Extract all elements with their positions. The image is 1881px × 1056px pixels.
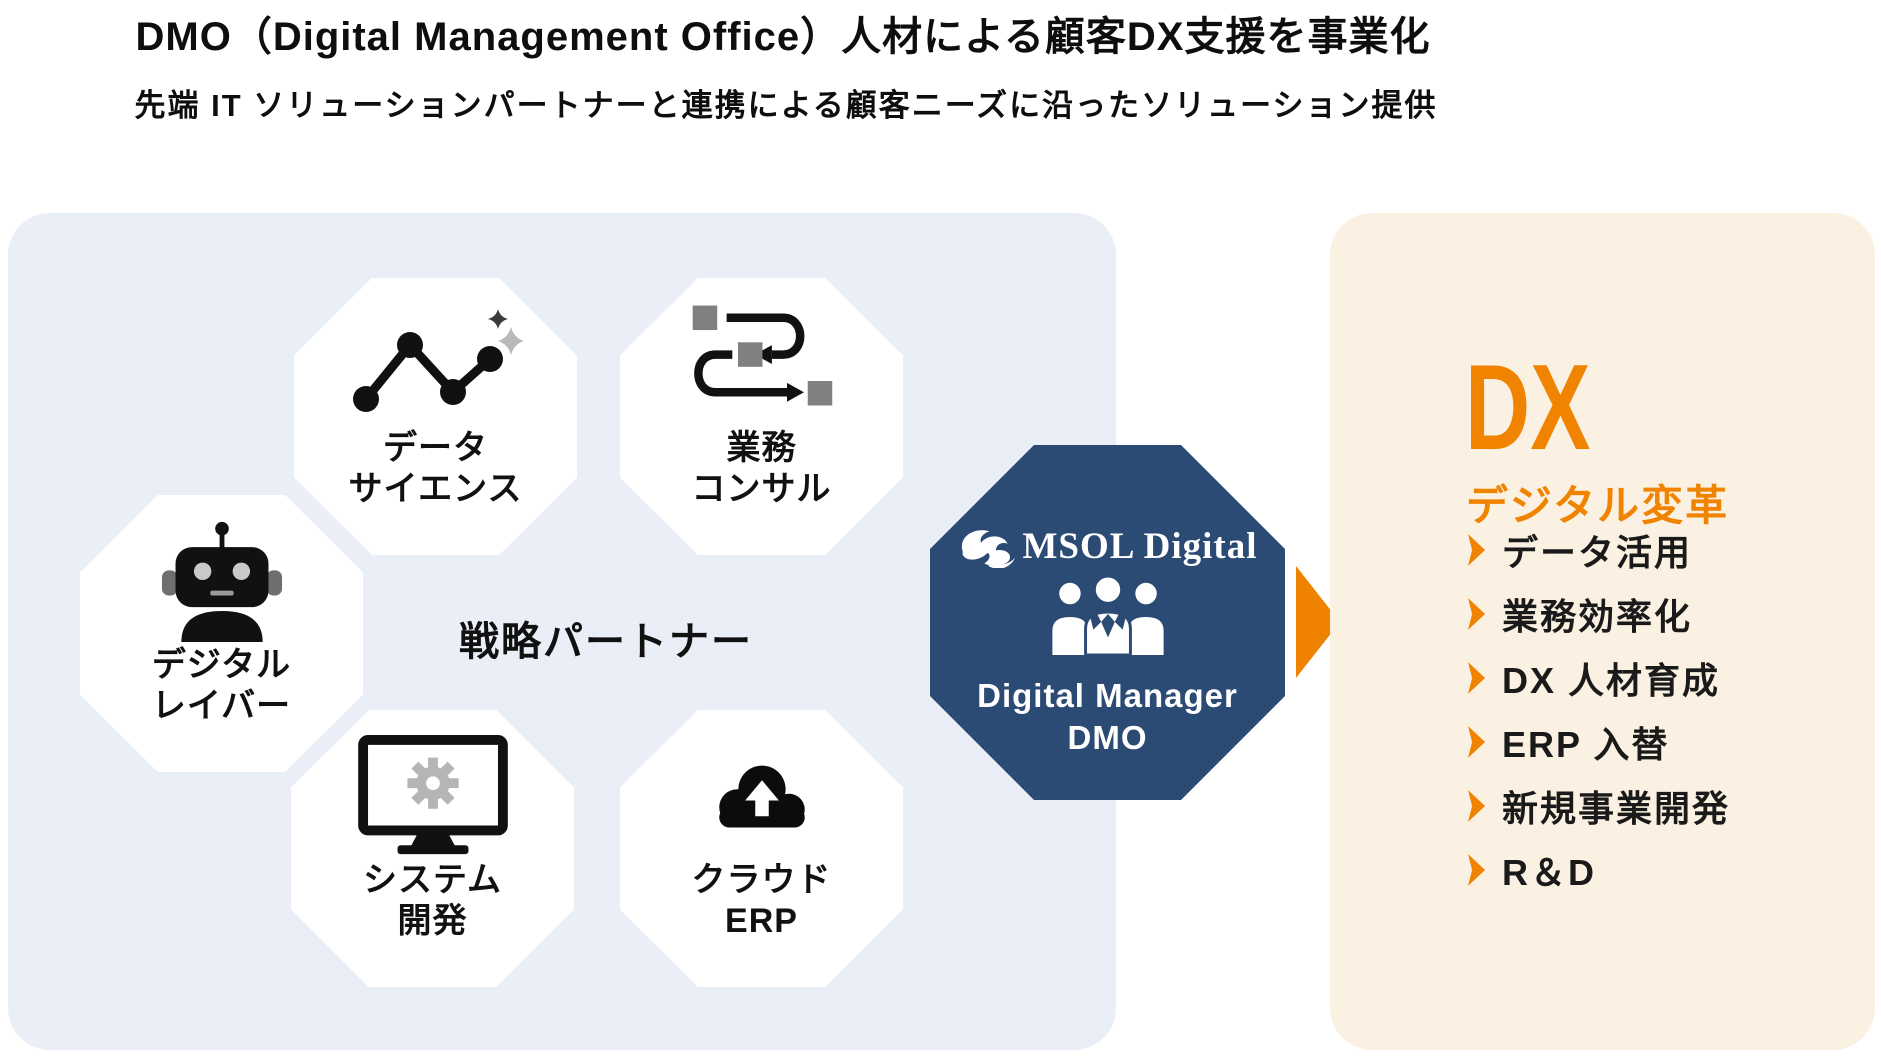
people-group-icon (1049, 574, 1167, 660)
list-item: ERP 入替 (1468, 710, 1730, 774)
dx-subtitle: デジタル変革 (1466, 482, 1730, 529)
tile-cloud-erp: クラウド ERP (620, 710, 903, 987)
msol-logo-text: MSOL Digital (1022, 526, 1258, 567)
process-flow-icon (620, 305, 903, 422)
chevron-right-icon (1468, 726, 1485, 758)
list-item: R＆D (1468, 838, 1730, 902)
monitor-gear-icon (291, 734, 574, 855)
list-item: 業務効率化 (1468, 582, 1730, 646)
page-subtitle: 先端 IT ソリューションパートナーと連携による顧客ニーズに沿ったソリューション… (134, 88, 1438, 123)
tile-system-development: システム 開発 (291, 710, 574, 987)
chevron-right-icon (1468, 662, 1485, 694)
msol-logo: MSOL Digital (930, 525, 1285, 568)
robot-icon (80, 521, 363, 642)
list-item: データ活用 (1468, 518, 1730, 582)
chevron-right-icon (1468, 790, 1485, 822)
chevron-right-icon (1468, 854, 1485, 886)
dx-item-list: データ活用 業務効率化 DX 人材育成 ERP 入替 新規事業開発 R＆D (1468, 518, 1730, 902)
tile-label: 業務 コンサル (691, 429, 832, 509)
dx-panel (1330, 213, 1875, 1050)
list-item: DX 人材育成 (1468, 646, 1730, 710)
tile-data-science: データ サイエンス (294, 278, 577, 555)
cloud-upload-icon (620, 738, 903, 854)
tile-label: デジタル レイバー (151, 646, 292, 726)
line-chart-sparkles-icon (294, 306, 577, 422)
digital-manager-label: Digital Manager (977, 677, 1238, 714)
tile-business-consulting: 業務 コンサル (620, 278, 903, 555)
tile-label: クラウド ERP (691, 861, 832, 941)
strategic-partner-label: 戦略パートナー (459, 620, 753, 664)
tile-digital-labor: デジタル レイバー (80, 495, 363, 772)
msol-digital-octagon: MSOL Digital Digital Manager DMO (930, 445, 1285, 800)
chevron-right-icon (1468, 598, 1485, 630)
chevron-right-icon (1468, 534, 1485, 566)
dmo-label: DMO (1067, 719, 1148, 756)
list-item: 新規事業開発 (1468, 774, 1730, 838)
tile-label: システム 開発 (363, 861, 502, 941)
page-title: DMO（Digital Management Office）人材による顧客DX支… (135, 15, 1431, 59)
wave-icon (962, 529, 1016, 568)
dx-title: DX (1465, 339, 1591, 475)
tile-label: データ サイエンス (348, 429, 523, 509)
